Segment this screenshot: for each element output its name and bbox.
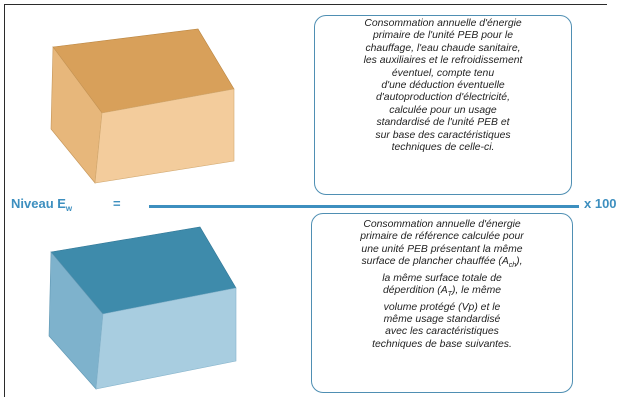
top-house: [50, 28, 235, 184]
numerator-text: Consommation annuelle d'énergie primaire…: [320, 18, 566, 154]
numerator-line-5: éventuel, compte tenu: [391, 67, 495, 79]
equals-sign: =: [113, 196, 121, 211]
niveau-label: Niveau Ew: [11, 196, 72, 213]
niveau-label-text: Niveau E: [11, 196, 66, 211]
multiplier: x 100: [584, 196, 617, 211]
denominator-line-6: déperdition (AT), le même: [317, 285, 567, 301]
denominator-box: [311, 213, 573, 393]
denominator-line-1: Consommation annuelle d'énergie: [363, 219, 521, 230]
numerator-box: [314, 15, 572, 195]
niveau-label-subscript: w: [65, 204, 73, 213]
denominator-line-3: une unité PEB présentant la même: [361, 243, 523, 255]
formula-diagram: Consommation annuelle d'énergie primaire…: [4, 4, 617, 397]
denominator-line-6-text: déperdition (A: [382, 285, 448, 297]
area-ch-subscript: ch: [508, 262, 517, 270]
numerator-line-8: calculée pour un usage: [389, 104, 497, 116]
denominator-line-5: la même surface totale de: [382, 272, 502, 284]
houses-illustration: [48, 28, 237, 390]
denominator-line-4: surface de plancher chauffée (Ach),: [317, 256, 567, 272]
denominator-line-9: avec les caractéristiques: [385, 326, 499, 338]
denominator-line-4-text: surface de plancher chauffée (A: [361, 256, 509, 268]
denominator-line-6-tail: ), le même: [451, 285, 502, 297]
denominator-line-7: volume protégé (Vp) et le: [383, 301, 501, 313]
denominator-line-8: même usage standardisé: [383, 314, 501, 325]
denominator-text: Consommation annuelle d'énergie primaire…: [317, 219, 567, 351]
numerator-line-9: standardisé de l'unité PEB et: [376, 117, 510, 129]
numerator-line-2: primaire de l'unité PEB pour le: [372, 30, 514, 42]
bottom-house: [48, 226, 237, 390]
fraction-line: [149, 205, 579, 208]
top-house-wall: [94, 88, 235, 184]
numerator-line-11: techniques de celle-ci.: [391, 142, 495, 154]
numerator-line-6: d'une déduction éventuelle: [381, 80, 505, 92]
bottom-house-wall: [95, 287, 237, 390]
numerator-line-1: Consommation annuelle d'énergie: [364, 18, 522, 29]
denominator-line-2: primaire de référence calculée pour: [360, 231, 524, 243]
numerator-line-7: d'autoproduction d'électricité,: [376, 92, 510, 104]
denominator-line-4-tail: ),: [516, 256, 523, 268]
area-t-subscript: T: [447, 291, 452, 299]
denominator-line-10: techniques de base suivantes.: [372, 338, 512, 350]
numerator-line-3: chauffage, l'eau chaude sanitaire,: [365, 42, 521, 54]
numerator-line-4: les auxiliaires et le refroidissement: [363, 55, 523, 67]
numerator-line-10: sur base des caractéristiques: [375, 129, 511, 141]
